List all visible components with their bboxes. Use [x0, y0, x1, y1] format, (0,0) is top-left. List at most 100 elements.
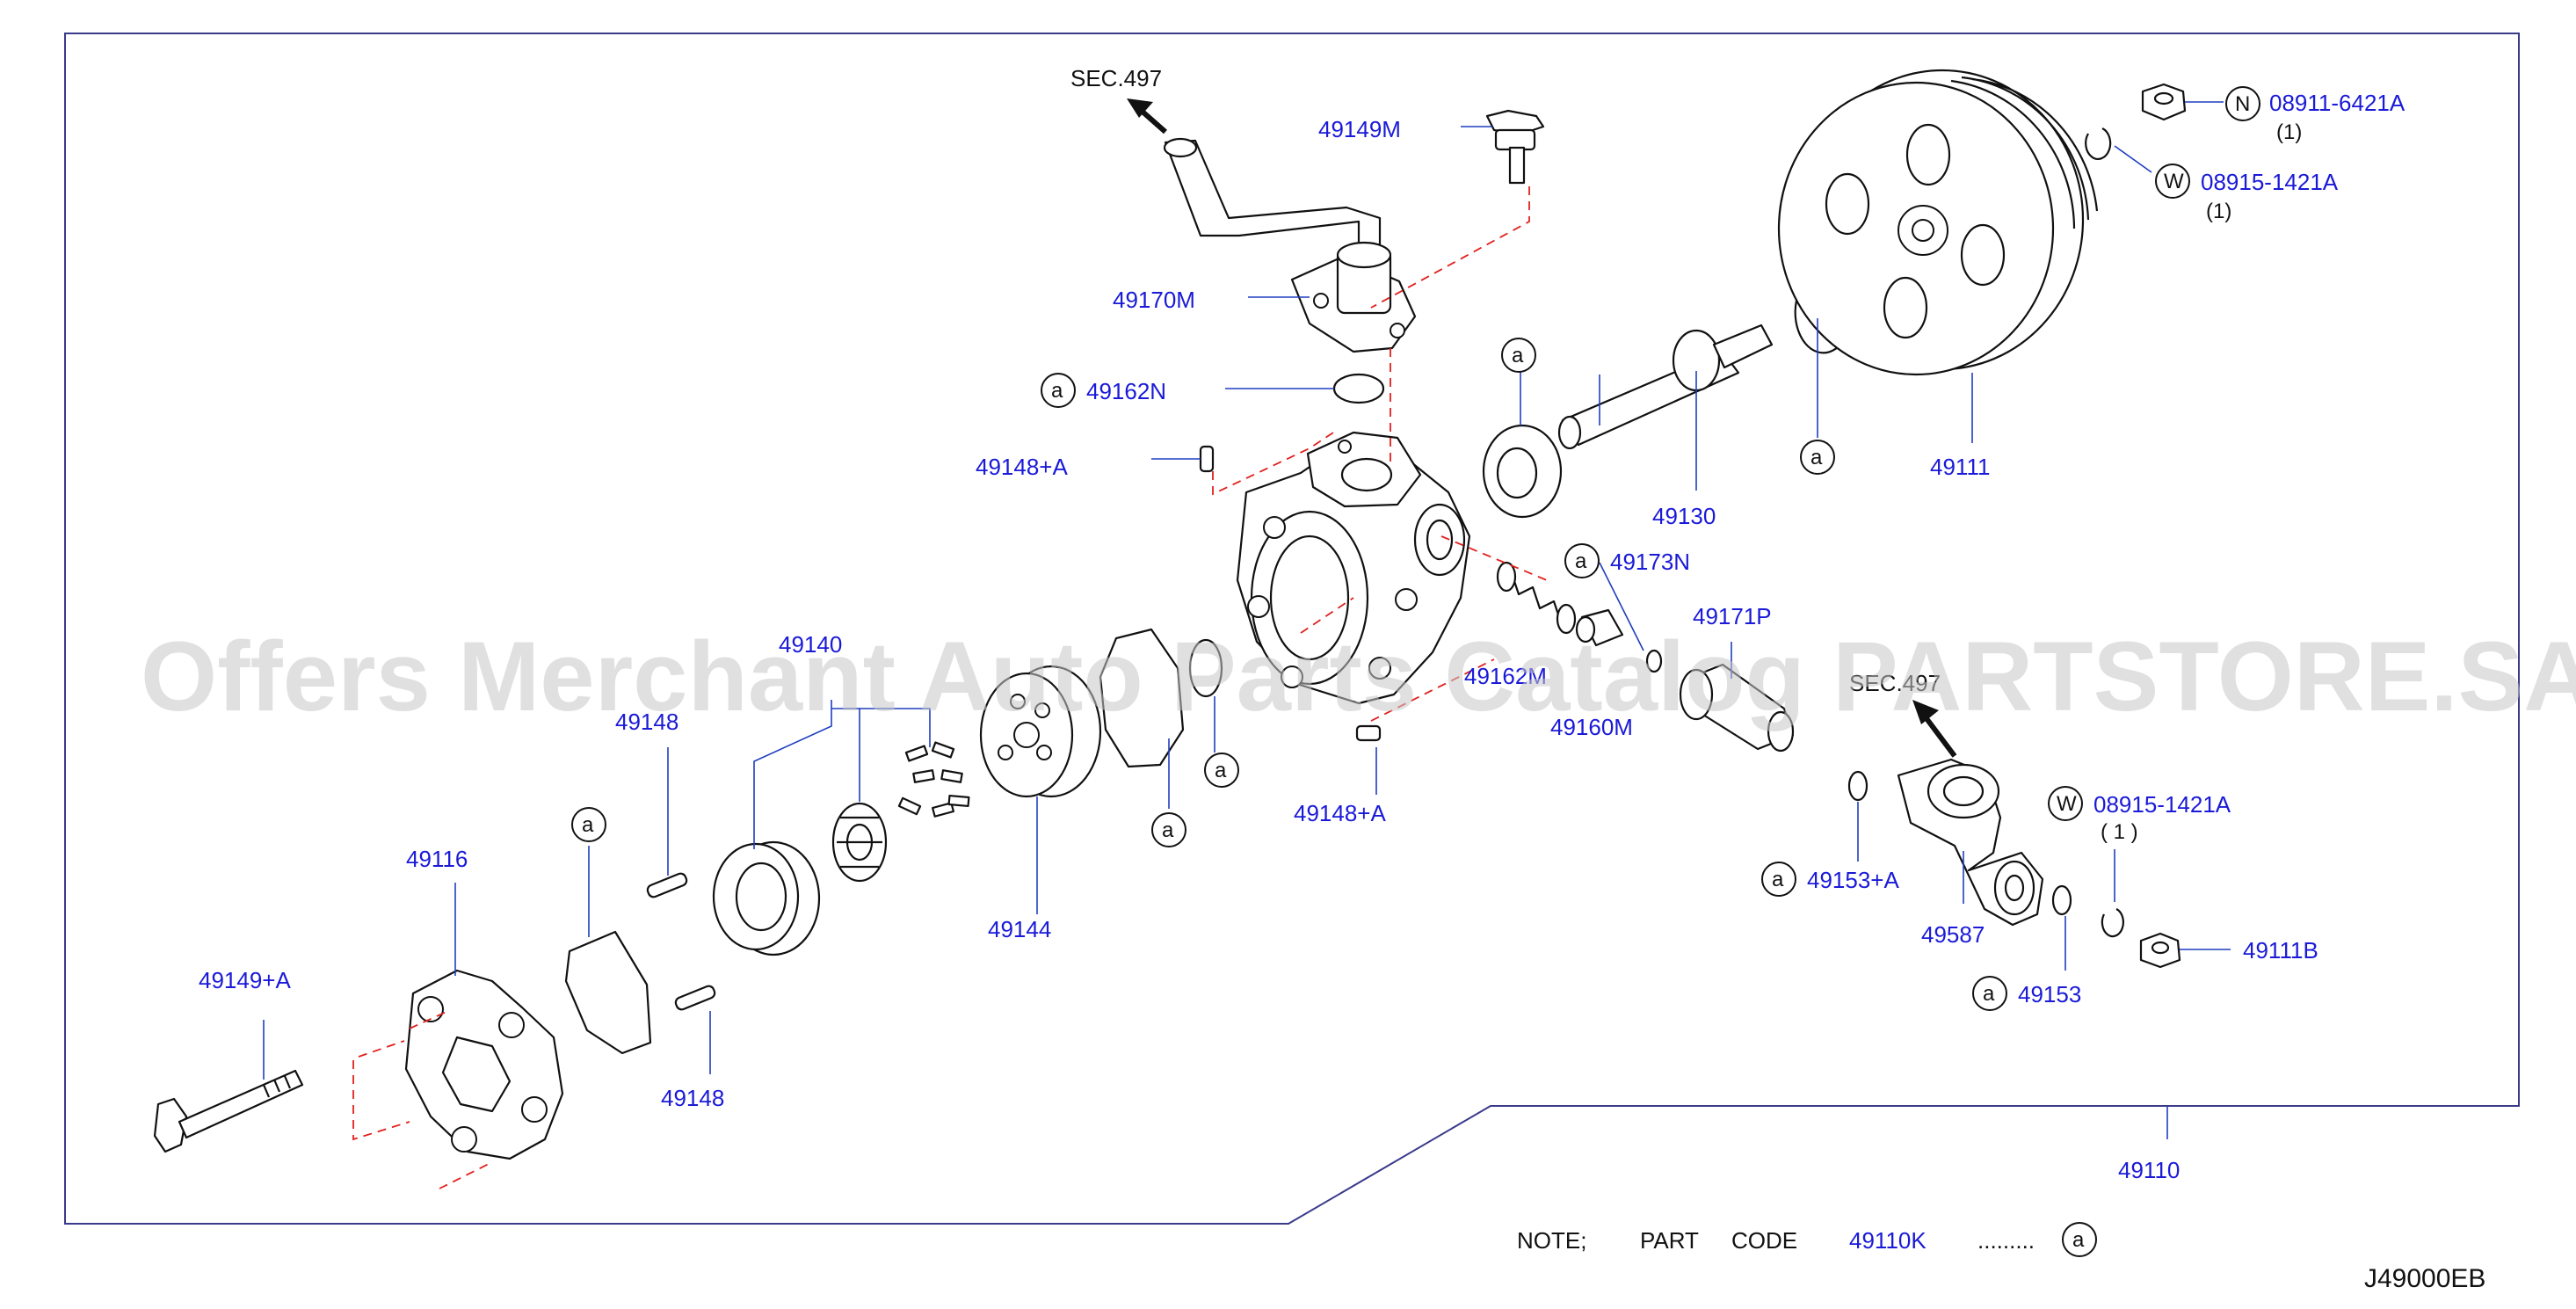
watermark: Offers Merchant Auto Parts Catalog PARTS… [141, 622, 2576, 731]
oring-small-drawing [1188, 638, 1223, 698]
label-49111b[interactable]: 49111B [2243, 937, 2318, 964]
oring-49162n-drawing [1332, 373, 1385, 404]
cam-ring-drawing [712, 840, 821, 956]
vanes-49140-drawing [897, 741, 970, 818]
marker-a-gasket [571, 807, 606, 842]
marker-w-lower-text: W [2057, 792, 2077, 816]
marker-a-49173n-text: a [1575, 549, 1587, 573]
marker-n-text: N [2235, 92, 2250, 116]
label-49144[interactable]: 49144 [988, 916, 1051, 942]
label-49148-upper[interactable]: 49148 [615, 709, 678, 735]
label-49170m[interactable]: 49170M [1113, 287, 1195, 313]
label-49149m[interactable]: 49149M [1318, 116, 1401, 142]
label-49162n[interactable]: 49162N [1086, 378, 1166, 404]
marker-a-49153 [1972, 976, 2007, 1011]
sec497-lower-arrow [1912, 700, 1957, 758]
oring-49153-drawing [2051, 884, 2072, 916]
label-49587[interactable]: 49587 [1921, 921, 1985, 948]
marker-w-lower [2048, 786, 2083, 821]
label-49148a-lower[interactable]: 49148+A [1294, 800, 1386, 826]
note-part-code[interactable]: 49110K [1849, 1227, 1927, 1254]
label-49148a-upper[interactable]: 49148+A [976, 454, 1068, 480]
note-line: NOTE; PART CODE 49110K ......... a [1517, 1222, 2097, 1257]
pin-49148-upper-drawing [646, 872, 688, 898]
plate-large-drawing [1099, 628, 1185, 768]
spring-49173n-drawing [1496, 561, 1577, 635]
label-49153a[interactable]: 49153+A [1807, 867, 1899, 893]
diagram-code: J49000EB [2364, 1264, 2485, 1293]
sec497-upper-arrow [1127, 98, 1167, 135]
pulley-49111-drawing [1777, 69, 2099, 376]
label-49153[interactable]: 49153 [2018, 981, 2081, 1007]
marker-a-snapring-text: a [1810, 446, 1823, 469]
label-49148-lower[interactable]: 49148 [661, 1085, 724, 1111]
marker-n [2225, 86, 2260, 121]
pin-49148a-lower-drawing [1355, 724, 1382, 742]
labels: SEC.497 49149M 49170M a 49162N 49148+A a… [199, 65, 2405, 1183]
rotor-drawing [831, 802, 888, 883]
note-code: CODE [1731, 1227, 1797, 1254]
label-49130[interactable]: 49130 [1652, 503, 1716, 529]
label-08915-1421a-lower[interactable]: 08915-1421A [2093, 791, 2231, 818]
marker-a-plate-text: a [1162, 818, 1174, 842]
sec497-upper-label: SEC.497 [1070, 65, 1162, 91]
note-marker-a-text: a [2072, 1228, 2085, 1252]
label-49140[interactable]: 49140 [779, 631, 842, 658]
gasket-drawing [564, 930, 652, 1055]
connector-49160m-drawing [1679, 663, 1795, 753]
assembly-dashed-lines [352, 186, 1548, 1189]
nut-08911-drawing [2141, 83, 2187, 121]
label-49160m[interactable]: 49160M [1550, 714, 1633, 740]
bolt-49149a-drawing [153, 1069, 304, 1153]
note-dots: ......... [1977, 1227, 2035, 1254]
qty-08915-upper: (1) [2206, 200, 2231, 223]
valve-49162m-drawing [1575, 608, 1663, 673]
label-49116[interactable]: 49116 [406, 846, 468, 872]
marker-a-seal [1501, 338, 1536, 373]
note-prefix: NOTE; [1517, 1227, 1586, 1254]
sec497-lower-label: SEC.497 [1849, 670, 1941, 696]
label-49173n[interactable]: 49173N [1610, 549, 1690, 575]
marker-a-49173n [1564, 543, 1600, 578]
assembly-frame [64, 33, 2520, 1225]
label-08915-1421a-upper[interactable]: 08915-1421A [2201, 169, 2339, 195]
marker-w-upper [2155, 164, 2190, 199]
washer-08915-lower-drawing [2101, 908, 2124, 938]
label-08911-6421a[interactable]: 08911-6421A [2269, 90, 2405, 116]
marker-a-oring-text: a [1215, 759, 1227, 782]
side-plate-49144-drawing [979, 665, 1102, 798]
bracket-49587-drawing [1897, 758, 2044, 927]
label-49171p[interactable]: 49171P [1693, 603, 1772, 629]
oring-49153a-drawing [1847, 770, 1869, 802]
pin-49148a-upper-drawing [1199, 445, 1215, 473]
marker-a-seal-text: a [1512, 344, 1524, 367]
label-49110[interactable]: 49110 [2118, 1157, 2180, 1183]
note-marker-a [2062, 1222, 2097, 1257]
leader-lines [263, 101, 2231, 1139]
bolt-49149m-drawing [1485, 109, 1545, 185]
marker-a-49153a-text: a [1772, 868, 1784, 891]
marker-a-49162n [1041, 373, 1076, 408]
pin-49148-lower-drawing [674, 985, 716, 1011]
note-part: PART [1640, 1227, 1699, 1254]
rear-cover-49116-drawing [404, 969, 564, 1160]
seal-drawing [1482, 424, 1563, 519]
shaft-49130-drawing [1557, 324, 1774, 450]
washer-08915-upper-drawing [2085, 127, 2112, 160]
label-49162m[interactable]: 49162M [1464, 663, 1547, 689]
marker-a-49153a [1761, 862, 1796, 897]
pipe-49170m-drawing [1163, 137, 1417, 353]
pump-body-drawing [1236, 431, 1471, 705]
marker-w-upper-text: W [2164, 170, 2184, 193]
marker-a-gasket-text: a [582, 813, 594, 837]
nut-49111b-drawing [2139, 932, 2181, 969]
label-49149a[interactable]: 49149+A [199, 967, 291, 993]
marker-a-49162n-text: a [1051, 379, 1063, 403]
marker-a-snapring [1800, 440, 1835, 475]
qty-08911: (1) [2276, 120, 2302, 144]
marker-a-49153-text: a [1983, 982, 1995, 1006]
marker-a-plate [1151, 812, 1186, 847]
label-49111[interactable]: 49111 [1930, 454, 1990, 480]
